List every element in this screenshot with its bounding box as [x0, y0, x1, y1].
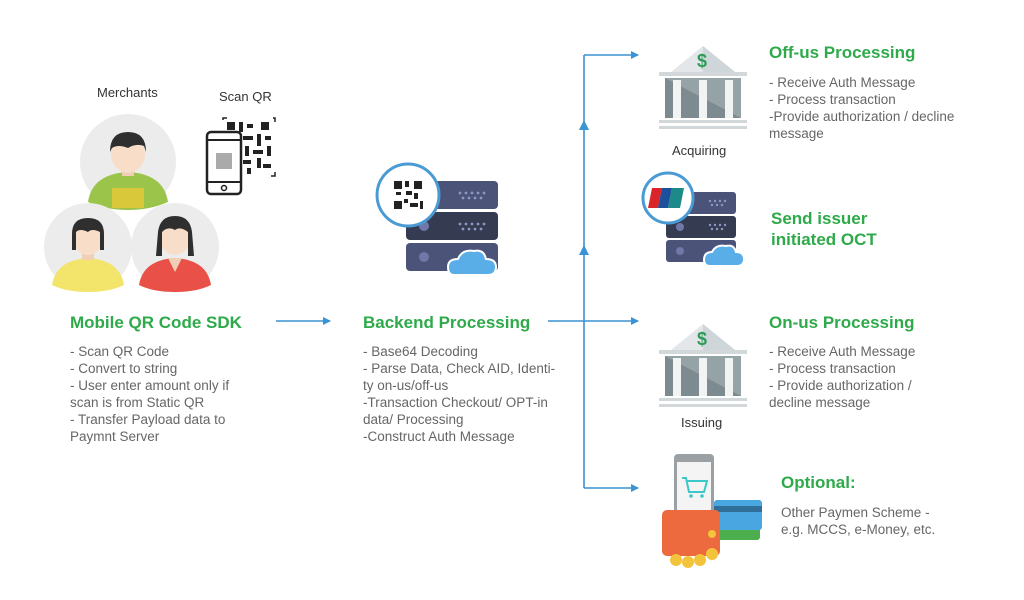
unionpay-badge-icon — [641, 171, 695, 225]
scan-qr-label: Scan QR — [219, 89, 272, 104]
issuing-caption: Issuing — [681, 415, 723, 430]
backend-server-icon — [375, 162, 498, 276]
optional-line: Other Paymen Scheme - — [781, 505, 930, 520]
acquiring-bank-icon: $ — [659, 46, 747, 129]
merchant-avatar-yellow — [44, 203, 132, 292]
oct-title: Send issuer initiated OCT — [771, 208, 877, 250]
oct-title-line: initiated OCT — [771, 230, 877, 249]
onus-line: - Process transaction — [769, 361, 896, 376]
onus-description: - Receive Auth Message - Process transac… — [769, 343, 915, 411]
sdk-line: - Convert to string — [70, 361, 178, 376]
offus-line: - Process transaction — [769, 92, 896, 107]
sdk-line: - Scan QR Code — [70, 344, 170, 359]
up-arrow-head-lower — [579, 245, 589, 255]
offus-line: - Receive Auth Message — [769, 75, 916, 90]
sdk-line: - Transfer Payload data to — [70, 412, 226, 427]
backend-line: -Construct Auth Message — [363, 429, 515, 444]
sdk-line: Paymnt Server — [70, 429, 160, 444]
backend-line: -Transaction Checkout/ OPT-in — [363, 395, 548, 410]
onus-line: - Receive Auth Message — [769, 344, 916, 359]
optional-title: Optional: — [781, 473, 856, 492]
offus-line: message — [769, 126, 824, 141]
sdk-title: Mobile QR Code SDK — [70, 313, 242, 332]
shopping-cart-icon — [682, 477, 709, 498]
merchant-avatar-green — [80, 114, 176, 210]
scan-qr-phone-icon — [205, 117, 276, 196]
merchant-avatar-red — [131, 203, 219, 292]
onus-line: - Provide authorization / — [769, 378, 912, 393]
sdk-description: - Scan QR Code - Convert to string - Use… — [70, 343, 229, 445]
backend-line: - Parse Data, Check AID, Identi- — [363, 361, 556, 376]
optional-description: Other Paymen Scheme - e.g. MCCS, e-Money… — [781, 504, 935, 538]
onus-line: decline message — [769, 395, 871, 410]
backend-line: data/ Processing — [363, 412, 464, 427]
offus-description: - Receive Auth Message - Process transac… — [769, 74, 954, 142]
oct-title-line: Send issuer — [771, 209, 868, 228]
qr-badge-icon — [375, 162, 441, 228]
svg-text:$: $ — [697, 51, 707, 71]
backend-line: - Base64 Decoding — [363, 344, 478, 359]
backend-line: ty on-us/off-us — [363, 378, 449, 393]
offus-title: Off-us Processing — [769, 43, 916, 62]
backend-description: - Base64 Decoding - Parse Data, Check AI… — [363, 343, 555, 445]
onus-title: On-us Processing — [769, 313, 915, 332]
issuing-bank-icon: $ — [659, 324, 747, 407]
up-arrow-head-upper — [579, 120, 589, 130]
merchants-illustration — [44, 114, 219, 292]
svg-text:$: $ — [697, 329, 707, 349]
unionpay-server-icon — [641, 171, 746, 267]
acquiring-caption: Acquiring — [672, 143, 727, 158]
mobile-wallet-icon — [662, 454, 762, 568]
offus-line: -Provide authorization / decline — [769, 109, 955, 124]
sdk-line: - User enter amount only if — [70, 378, 230, 393]
merchants-label: Merchants — [97, 85, 158, 100]
cloud-icon — [446, 249, 498, 276]
backend-title: Backend Processing — [363, 313, 531, 332]
sdk-line: scan is from Static QR — [70, 395, 205, 410]
optional-line: e.g. MCCS, e-Money, etc. — [781, 522, 936, 537]
